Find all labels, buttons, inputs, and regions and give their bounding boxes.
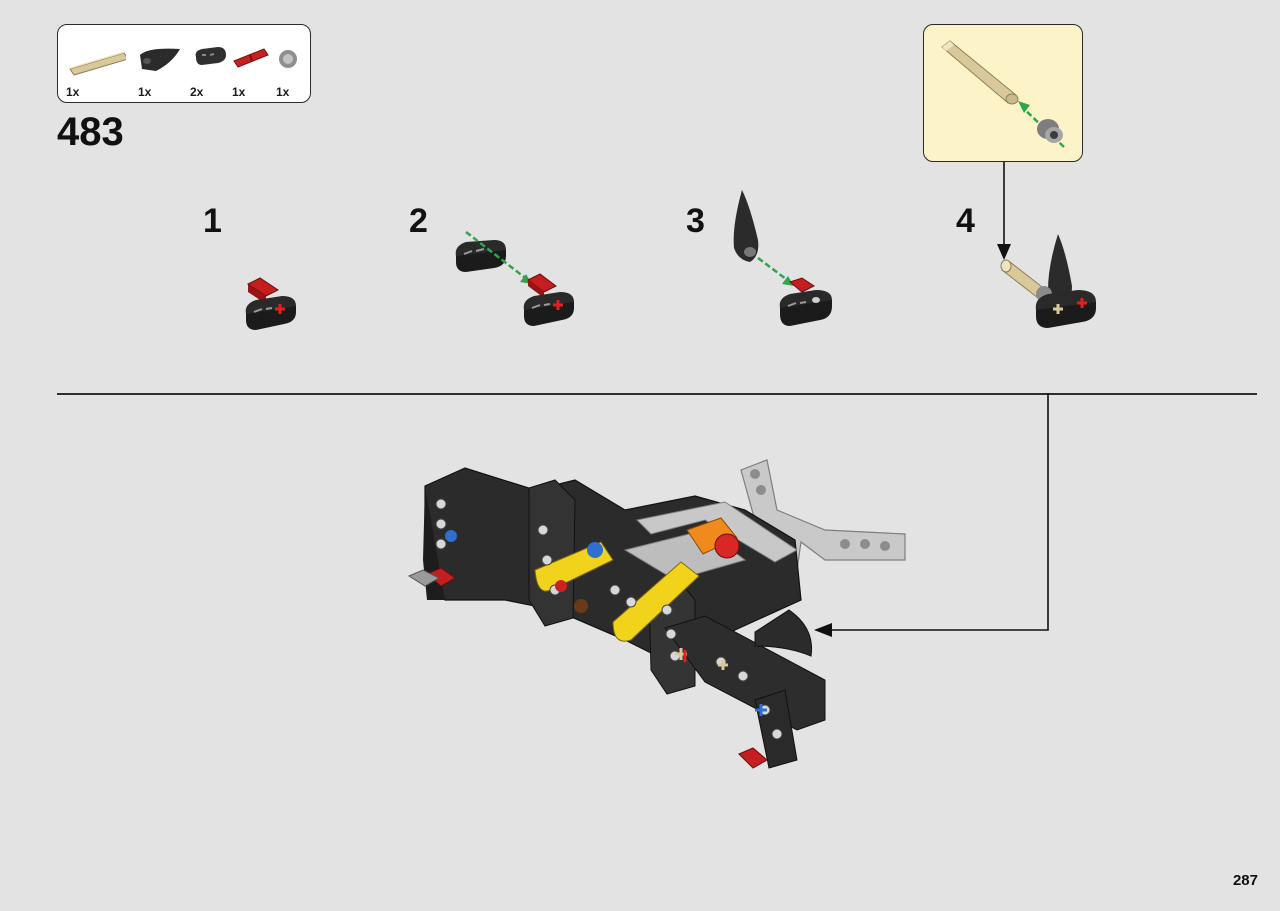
substep-4-illustration xyxy=(1000,234,1096,328)
part-red-pin: 1x xyxy=(232,35,282,99)
section-divider xyxy=(57,393,1257,395)
assembly-arrow xyxy=(814,393,1049,637)
orange-parts xyxy=(686,517,740,559)
substep-number: 1 xyxy=(203,202,222,240)
grey-bush-icon xyxy=(1037,119,1063,143)
grey-bush-icon xyxy=(279,50,297,68)
sub-assembly-callout xyxy=(923,24,1083,162)
red-pin-icon xyxy=(426,567,768,769)
callout-illustration xyxy=(941,40,1065,148)
part-tan-axle: 1x xyxy=(66,35,126,99)
part-black-beam: 2x xyxy=(190,35,240,99)
part-black-tooth: 1x xyxy=(138,35,188,99)
substep-number: 3 xyxy=(686,202,705,240)
tan-axle-icon xyxy=(69,51,126,76)
substep-number: 4 xyxy=(956,202,975,240)
substep-2-illustration xyxy=(455,231,574,326)
main-assembly-illustration xyxy=(407,459,906,769)
part-grey-bush: 1x xyxy=(276,35,326,99)
substep-3-illustration xyxy=(733,190,832,326)
part-qty: 1x xyxy=(66,85,80,99)
black-frame xyxy=(423,467,826,769)
part-qty: 1x xyxy=(276,85,290,99)
yellow-parts xyxy=(534,541,700,642)
part-qty: 2x xyxy=(190,85,204,99)
part-qty: 1x xyxy=(138,85,152,99)
parts-list: 1x 1x 2x 1x xyxy=(57,24,311,103)
black-tooth-icon xyxy=(140,48,180,71)
tan-axle-icon xyxy=(941,40,1019,105)
part-qty: 1x xyxy=(232,85,246,99)
substep-1-illustration xyxy=(245,277,296,330)
page-number: 287 xyxy=(1232,872,1258,889)
step-number: 483 xyxy=(57,110,124,154)
callout-arrow xyxy=(997,162,1011,260)
black-beam-icon xyxy=(195,47,226,65)
red-pin-icon xyxy=(233,48,269,68)
substep-number: 2 xyxy=(409,202,428,240)
